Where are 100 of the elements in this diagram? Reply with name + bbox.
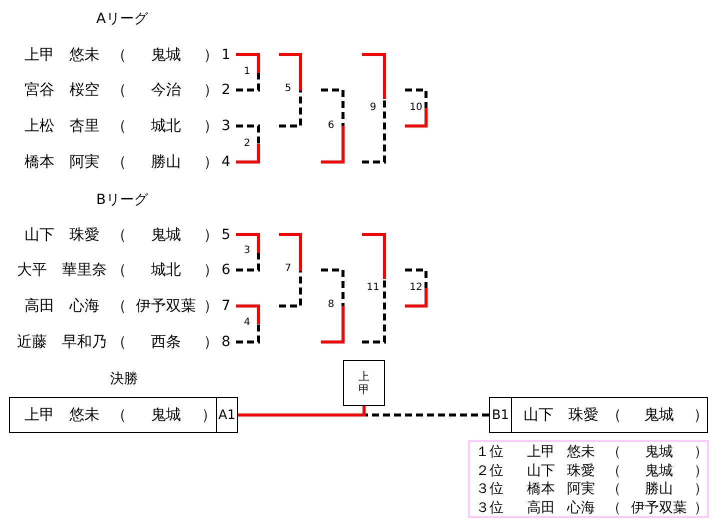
bracket-line xyxy=(236,324,260,344)
parenthesis: ） xyxy=(694,482,708,496)
player-name: 上松 杏里 xyxy=(24,118,100,134)
seed-number: 5 xyxy=(222,228,230,242)
bracket-line xyxy=(362,99,386,164)
seed-number: 7 xyxy=(222,299,230,313)
player-name: 山下 珠愛 xyxy=(526,464,596,478)
player-name: 山下 珠愛 xyxy=(524,408,598,422)
parenthesis: ） xyxy=(204,82,218,98)
parenthesis: ） xyxy=(204,118,218,134)
bracket-line xyxy=(279,90,302,128)
seed-number: 4 xyxy=(222,155,230,169)
parenthesis: ） xyxy=(204,262,218,278)
school-name: 城北 xyxy=(151,262,181,278)
player-name: 上甲 悠未 xyxy=(24,47,100,62)
seed-number: 6 xyxy=(222,263,230,277)
parenthesis: （ xyxy=(112,408,126,422)
player-name: 橋本 阿実 xyxy=(24,154,100,170)
parenthesis: （ xyxy=(112,47,126,62)
rank-label: ３位 xyxy=(476,501,504,515)
bracket-line xyxy=(236,253,260,272)
parenthesis: ） xyxy=(202,408,216,422)
seed-cell: B1 xyxy=(490,398,512,432)
winner-box: 上甲 xyxy=(343,360,385,406)
seed-number: 8 xyxy=(222,335,230,349)
match-number: 9 xyxy=(370,103,376,113)
section-heading: Bリーグ xyxy=(96,193,148,207)
school-name: 鬼城 xyxy=(645,464,673,478)
rank-label: １位 xyxy=(476,445,504,459)
match-number: 5 xyxy=(284,84,292,94)
player-name: 上甲 悠未 xyxy=(24,408,100,422)
seed-number: 2 xyxy=(222,83,230,97)
parenthesis: （ xyxy=(112,82,126,98)
school-name: 伊予双葉 xyxy=(136,298,196,314)
finalist-box xyxy=(489,397,708,433)
results-box xyxy=(468,440,709,518)
rank-label: ２位 xyxy=(476,464,504,478)
school-name: 鬼城 xyxy=(645,445,673,459)
bracket-line xyxy=(236,233,260,253)
parenthesis: （ xyxy=(112,262,126,278)
player-name: 高田 心海 xyxy=(526,501,596,515)
parenthesis: （ xyxy=(112,298,126,314)
bracket-line xyxy=(236,304,260,324)
seed-number: 3 xyxy=(222,119,230,133)
match-number: 1 xyxy=(244,67,250,77)
player-name: 宮谷 桜空 xyxy=(24,82,100,98)
parenthesis: ） xyxy=(204,227,218,242)
bracket-line xyxy=(321,126,344,164)
school-name: 鬼城 xyxy=(151,408,181,422)
parenthesis: （ xyxy=(607,501,621,515)
match-number: 3 xyxy=(244,246,250,256)
school-name: 鬼城 xyxy=(151,227,181,242)
parenthesis: ） xyxy=(204,298,218,314)
match-number: 12 xyxy=(410,283,422,293)
match-number: 7 xyxy=(284,264,292,274)
player-name: 上甲 悠未 xyxy=(526,445,596,459)
bracket-line xyxy=(321,268,344,306)
bracket-line xyxy=(362,233,386,279)
parenthesis: （ xyxy=(112,118,126,134)
bracket-line xyxy=(362,279,386,344)
parenthesis: ） xyxy=(694,445,708,459)
player-name: 山下 珠愛 xyxy=(24,227,100,242)
finalist-box xyxy=(9,397,238,433)
bracket-line xyxy=(362,53,386,99)
parenthesis: ） xyxy=(204,47,218,62)
seed-cell: A1 xyxy=(216,398,237,432)
school-name: 勝山 xyxy=(151,154,181,170)
school-name: 鬼城 xyxy=(644,408,674,422)
parenthesis: （ xyxy=(606,408,622,422)
bracket-line xyxy=(405,288,428,308)
seed-number: 1 xyxy=(222,48,230,62)
parenthesis: ） xyxy=(694,501,708,515)
bracket-line xyxy=(279,53,302,90)
bracket-line xyxy=(405,88,428,108)
bracket-line xyxy=(236,144,260,164)
match-number: 6 xyxy=(328,121,334,131)
parenthesis: ） xyxy=(204,334,218,350)
parenthesis: ） xyxy=(694,464,708,478)
player-name: 大平 華里奈 xyxy=(17,262,107,278)
school-name: 伊予双葉 xyxy=(631,501,687,515)
section-heading: Aリーグ xyxy=(96,12,148,26)
bracket-line xyxy=(405,108,428,128)
bracket-line xyxy=(236,53,260,73)
school-name: 鬼城 xyxy=(151,47,181,62)
match-number: 2 xyxy=(244,139,250,149)
player-name: 近藤 早和乃 xyxy=(17,334,107,350)
bracket-line xyxy=(236,73,260,92)
match-number: 4 xyxy=(244,318,250,328)
parenthesis: （ xyxy=(112,334,126,350)
parenthesis: （ xyxy=(112,154,126,170)
bracket-line xyxy=(279,233,302,271)
bracket-line xyxy=(321,88,344,126)
player-name: 高田 心海 xyxy=(24,298,100,314)
parenthesis: （ xyxy=(607,464,621,478)
school-name: 城北 xyxy=(151,118,181,134)
parenthesis: ） xyxy=(204,154,218,170)
parenthesis: ） xyxy=(694,408,708,422)
bracket-line xyxy=(236,124,260,144)
parenthesis: （ xyxy=(607,482,621,496)
school-name: 勝山 xyxy=(645,482,673,496)
